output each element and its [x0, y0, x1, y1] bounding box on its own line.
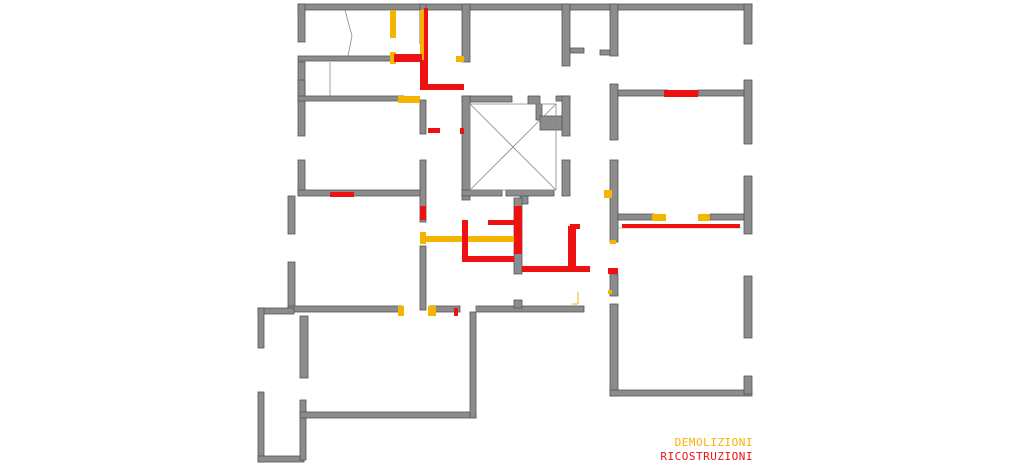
wall-segment-41	[539, 115, 563, 131]
demolition-mark-5	[398, 96, 420, 103]
reconstruction-mark-8	[462, 220, 468, 260]
wall-segment-24	[419, 159, 427, 223]
reconstruction-mark-2	[420, 60, 428, 88]
wall-segment-28	[461, 95, 471, 201]
wall-segment-18	[475, 305, 585, 313]
demolition-mark-14	[608, 290, 612, 294]
wall-segment-53	[617, 89, 669, 97]
reconstruction-mark-13	[568, 226, 576, 268]
wall-segment-35	[461, 189, 503, 197]
wall-segment-56	[709, 213, 745, 221]
demolition-mark-6	[420, 232, 426, 244]
wall-segment-3	[297, 79, 306, 137]
wall-segment-47	[609, 389, 753, 397]
reconstruction-mark-14	[570, 224, 580, 229]
door-swing-1	[344, 9, 353, 37]
reconstruction-mark-15	[608, 268, 618, 274]
reconstruction-mark-12	[522, 266, 590, 272]
wall-segment-12	[257, 455, 305, 463]
wall-segment-7	[287, 261, 296, 311]
reconstruction-mark-16	[664, 90, 698, 97]
demolition-mark-8	[398, 306, 404, 316]
wall-segment-29	[561, 3, 571, 67]
wall-segment-36	[505, 189, 555, 197]
wall-segment-19	[513, 299, 523, 309]
wall-segment-30	[569, 47, 585, 54]
reconstruction-mark-0	[424, 8, 428, 62]
reconstruction-mark-7	[420, 206, 426, 220]
reconstruction-mark-9	[462, 256, 514, 262]
wall-segment-44	[609, 159, 619, 243]
reconstruction-mark-4	[428, 128, 440, 133]
demolition-mark-13	[698, 214, 710, 221]
wall-segment-51	[743, 275, 753, 339]
reconstruction-mark-18	[454, 308, 458, 316]
door-swing-2	[347, 35, 353, 57]
demolition-mark-11	[610, 240, 616, 244]
wall-segment-34	[561, 159, 571, 197]
existing-walls	[257, 3, 753, 463]
legend-demolition: DEMOLIZIONI	[674, 436, 753, 449]
wall-segment-33	[561, 95, 571, 137]
demolition-mark-4	[456, 56, 464, 62]
wall-segment-15	[469, 311, 477, 419]
wall-segment-6	[287, 195, 296, 235]
elevator-diagonal-2	[469, 103, 557, 191]
wall-segment-5	[297, 189, 425, 197]
wall-segment-49	[743, 79, 753, 145]
reconstruction-mark-1	[394, 54, 422, 62]
wall-segment-1	[297, 3, 306, 43]
fixtures-and-openings	[329, 9, 742, 312]
wall-segment-26	[461, 3, 471, 63]
wall-segment-21	[297, 95, 405, 102]
wall-segment-13	[299, 399, 307, 461]
wall-segment-52	[743, 375, 753, 395]
demolition-marks	[390, 10, 710, 316]
wall-segment-4	[297, 159, 306, 195]
wall-segment-10	[257, 307, 265, 349]
demolition-mark-9	[428, 306, 436, 316]
wall-segment-42	[609, 3, 619, 57]
reconstruction-marks	[330, 8, 740, 316]
wall-segment-46	[609, 303, 619, 397]
wall-segment-55	[617, 213, 655, 221]
reconstruction-mark-10	[488, 220, 514, 225]
demolition-mark-1	[390, 52, 396, 64]
demolition-mark-7	[426, 236, 514, 242]
wall-segment-54	[697, 89, 745, 97]
wall-segment-48	[743, 3, 753, 45]
wall-segment-43	[609, 83, 619, 141]
wall-segment-50	[743, 175, 753, 235]
legend-reconstruction: RICOSTRUZIONI	[660, 450, 753, 463]
demolition-mark-12	[652, 214, 666, 221]
wall-segment-25	[419, 245, 427, 311]
demolition-mark-2	[420, 10, 424, 60]
wall-segment-20	[297, 55, 395, 62]
wall-segment-16	[299, 315, 309, 379]
wall-segment-14	[299, 411, 477, 419]
wall-segment-11	[257, 391, 265, 463]
demolition-mark-10	[604, 190, 612, 198]
wall-segment-39	[527, 95, 541, 105]
reconstruction-mark-17	[622, 224, 740, 228]
reconstruction-mark-3	[420, 84, 464, 90]
reconstruction-mark-11	[514, 206, 522, 254]
reconstruction-mark-6	[330, 192, 354, 197]
reconstruction-mark-5	[460, 128, 464, 134]
wall-segment-23	[419, 99, 427, 135]
wall-segment-0	[297, 3, 753, 11]
wall-segment-8	[287, 305, 403, 313]
demolition-mark-0	[390, 10, 396, 38]
